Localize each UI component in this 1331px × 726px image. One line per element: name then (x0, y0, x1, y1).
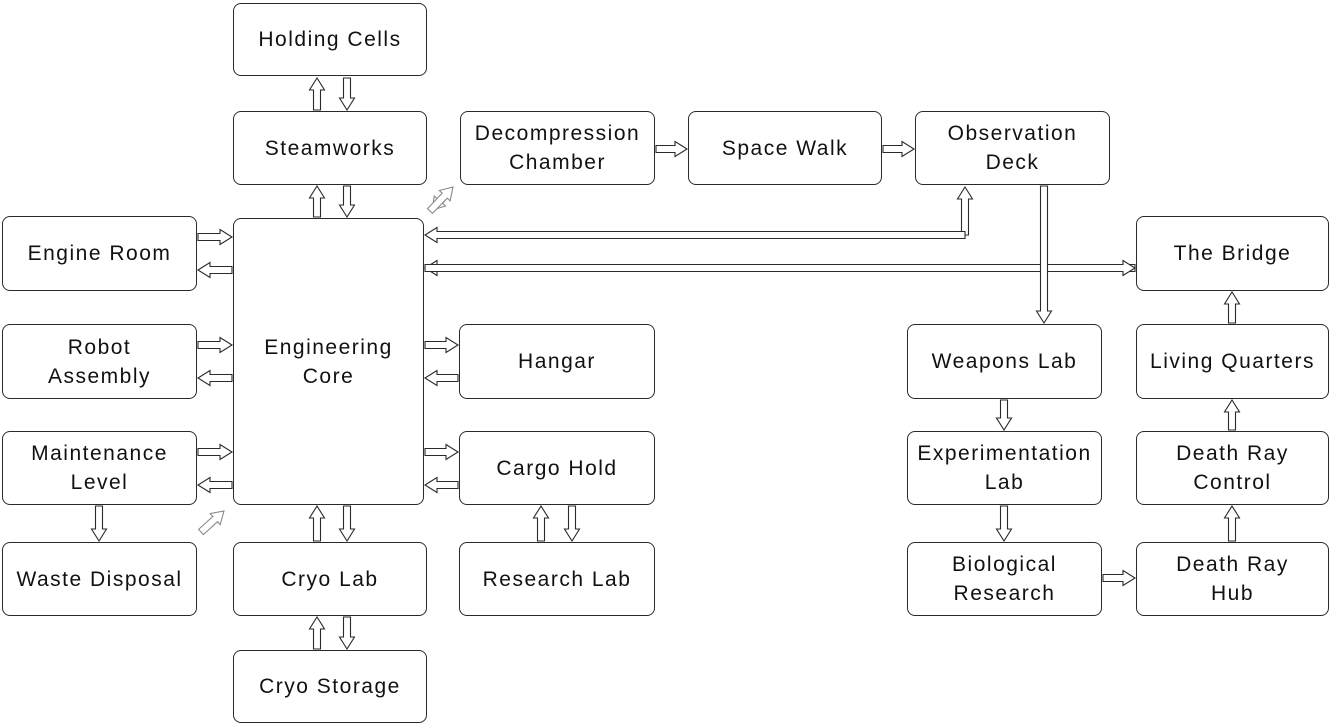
room-experimentation-lab[interactable]: Experimentation Lab (907, 431, 1102, 505)
arrow-core-to-hangar (424, 336, 460, 354)
arrow-space-walk-to-observation (882, 140, 916, 158)
room-research-lab[interactable]: Research Lab (459, 542, 655, 616)
arrow-core-to-engine-room (196, 261, 233, 279)
arrow-cargo-hold-to-core (423, 476, 459, 494)
arrow-control-to-living-quarters (1223, 398, 1241, 431)
arrow-observation-to-weapons-lab (1035, 185, 1053, 325)
arrow-maintenance-to-core (197, 443, 234, 461)
arrow-hangar-to-core (423, 369, 459, 387)
arrow-biological-to-death-ray-hub (1102, 569, 1137, 587)
room-holding-cells[interactable]: Holding Cells (233, 3, 427, 76)
arrow-core-to-bridge (424, 259, 1137, 277)
room-the-bridge[interactable]: The Bridge (1136, 216, 1329, 291)
arrow-holding-cells-to-steamworks (338, 77, 356, 112)
arrow-research-lab-to-cargo-hold (532, 504, 550, 542)
arrow-core-to-steamworks (308, 184, 326, 218)
room-cryo-storage[interactable]: Cryo Storage (233, 650, 427, 723)
arrow-weapons-to-experimentation (995, 399, 1013, 432)
room-death-ray-hub[interactable]: Death Ray Hub (1136, 542, 1329, 616)
room-engine-room[interactable]: Engine Room (2, 216, 197, 291)
arrow-observation-to-core (423, 226, 966, 244)
arrow-experimentation-to-biological (995, 505, 1013, 543)
arrow-core-to-cargo-hold (424, 443, 460, 461)
arrow-steamworks-to-core (338, 185, 356, 219)
room-engineering-core[interactable]: Engineering Core (233, 218, 424, 505)
arrow-robot-assembly-to-core (197, 336, 234, 354)
room-steamworks[interactable]: Steamworks (233, 111, 427, 185)
arrow-core-to-robot-assembly (196, 369, 233, 387)
room-weapons-lab[interactable]: Weapons Lab (907, 324, 1102, 399)
arrow-living-quarters-to-bridge (1223, 290, 1241, 324)
arrow-core-to-observation (956, 185, 974, 236)
arrow-core-to-cryo-lab (338, 505, 356, 543)
arrow-decompression-to-space-walk (655, 140, 689, 158)
room-observation-deck[interactable]: Observation Deck (915, 111, 1110, 185)
room-cargo-hold[interactable]: Cargo Hold (459, 431, 655, 505)
arrow-core-to-maintenance (196, 476, 233, 494)
arrow-diagonal-faint-b (426, 186, 454, 215)
arrow-diagonal-faint-c (197, 510, 225, 536)
room-death-ray-control[interactable]: Death Ray Control (1136, 431, 1329, 505)
room-robot-assembly[interactable]: Robot Assembly (2, 324, 197, 399)
room-space-walk[interactable]: Space Walk (688, 111, 882, 185)
room-waste-disposal[interactable]: Waste Disposal (2, 542, 197, 616)
arrow-cryo-lab-to-cryo-storage (338, 616, 356, 651)
room-maintenance-level[interactable]: Maintenance Level (2, 431, 197, 505)
arrow-cryo-lab-to-core (308, 504, 326, 542)
arrow-engine-room-to-core (197, 228, 234, 246)
room-cryo-lab[interactable]: Cryo Lab (233, 542, 427, 616)
arrow-death-ray-hub-to-control (1223, 504, 1241, 542)
room-decompression-chamber[interactable]: Decompression Chamber (460, 111, 655, 185)
room-biological-research[interactable]: Biological Research (907, 542, 1102, 616)
arrow-cryo-storage-to-cryo-lab (308, 615, 326, 650)
arrow-maintenance-to-waste-disposal (90, 505, 108, 543)
room-hangar[interactable]: Hangar (459, 324, 655, 399)
arrow-steamworks-to-holding-cells (308, 76, 326, 111)
room-living-quarters[interactable]: Living Quarters (1136, 324, 1329, 399)
arrow-cargo-hold-to-research-lab (563, 505, 581, 543)
